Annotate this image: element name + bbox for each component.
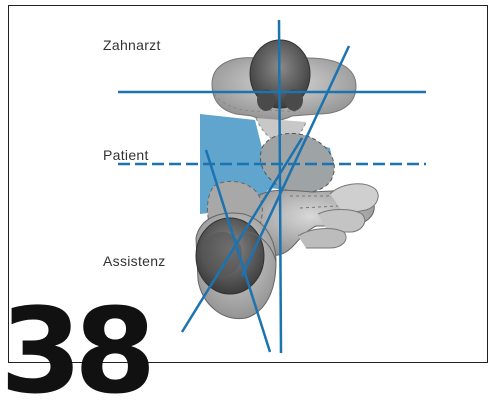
assistant-label: Assistenz xyxy=(103,253,166,269)
dentist-label: Zahnarzt xyxy=(103,37,161,53)
page-number: 38 xyxy=(0,292,148,410)
patient-label: Patient xyxy=(103,147,149,163)
